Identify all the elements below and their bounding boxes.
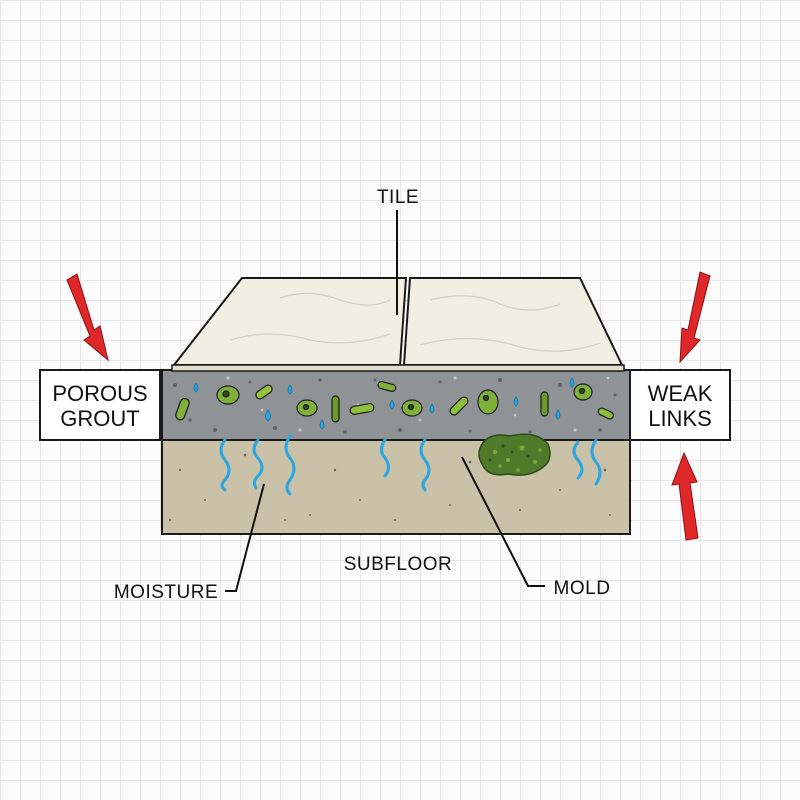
- weak-links-box: [629, 369, 731, 441]
- moisture-leader: [225, 483, 265, 592]
- mold-leader: [461, 456, 545, 587]
- down-arrow-icon: [679, 271, 711, 364]
- porous-grout-box: [39, 369, 161, 441]
- bacteria-icon: [449, 396, 469, 416]
- bacteria-icon: [597, 407, 614, 420]
- bacteria-icon: [175, 397, 190, 421]
- water-drop-icon: [319, 419, 325, 430]
- tile-right: [402, 277, 624, 366]
- down-arrow-icon: [66, 273, 109, 362]
- grout-texture: [173, 378, 617, 434]
- bacteria-icon: [331, 395, 340, 423]
- water-drop-icon: [569, 377, 575, 388]
- bacteria-icon: [573, 383, 593, 401]
- bacteria-icon: [477, 389, 499, 415]
- subfloor-specks: [168, 453, 611, 522]
- water-drops: [193, 377, 575, 430]
- porous-grout-label-line1: POROUS: [52, 381, 147, 406]
- water-drop-icon: [555, 409, 561, 420]
- up-arrow-icon: [671, 451, 699, 541]
- water-drop-icon: [389, 399, 395, 410]
- tile-edge: [171, 364, 625, 372]
- bacteria-icon: [540, 391, 549, 417]
- water-drop-icon: [193, 382, 199, 393]
- bacteria-icon: [216, 385, 240, 405]
- weak-links-label-line2: LINKS: [648, 406, 712, 431]
- bacteria-icon: [349, 403, 375, 415]
- bacteria-group: [175, 380, 614, 423]
- weak-links-label-line1: WEAK: [648, 381, 713, 406]
- porous-grout-label-line2: GROUT: [60, 406, 139, 431]
- mold-patch-icon: [478, 433, 551, 476]
- bacteria-icon: [377, 380, 397, 393]
- grout-layer: [161, 369, 631, 441]
- bacteria-icon: [255, 384, 273, 400]
- bacteria-icon: [296, 399, 318, 417]
- water-drop-icon: [513, 396, 519, 407]
- subfloor-block: [161, 439, 631, 535]
- water-drop-icon: [265, 409, 271, 422]
- tile-label: TILE: [377, 187, 419, 208]
- mold-label: MOLD: [554, 578, 611, 599]
- bacteria-icon: [401, 399, 423, 417]
- tile-left: [171, 277, 408, 366]
- water-drop-icon: [429, 403, 435, 414]
- water-drop-icon: [287, 384, 293, 395]
- moisture-label: MOISTURE: [114, 582, 218, 603]
- moisture-lines: [219, 434, 602, 496]
- subfloor-label: SUBFLOOR: [344, 554, 453, 575]
- tile-veins: [229, 292, 601, 352]
